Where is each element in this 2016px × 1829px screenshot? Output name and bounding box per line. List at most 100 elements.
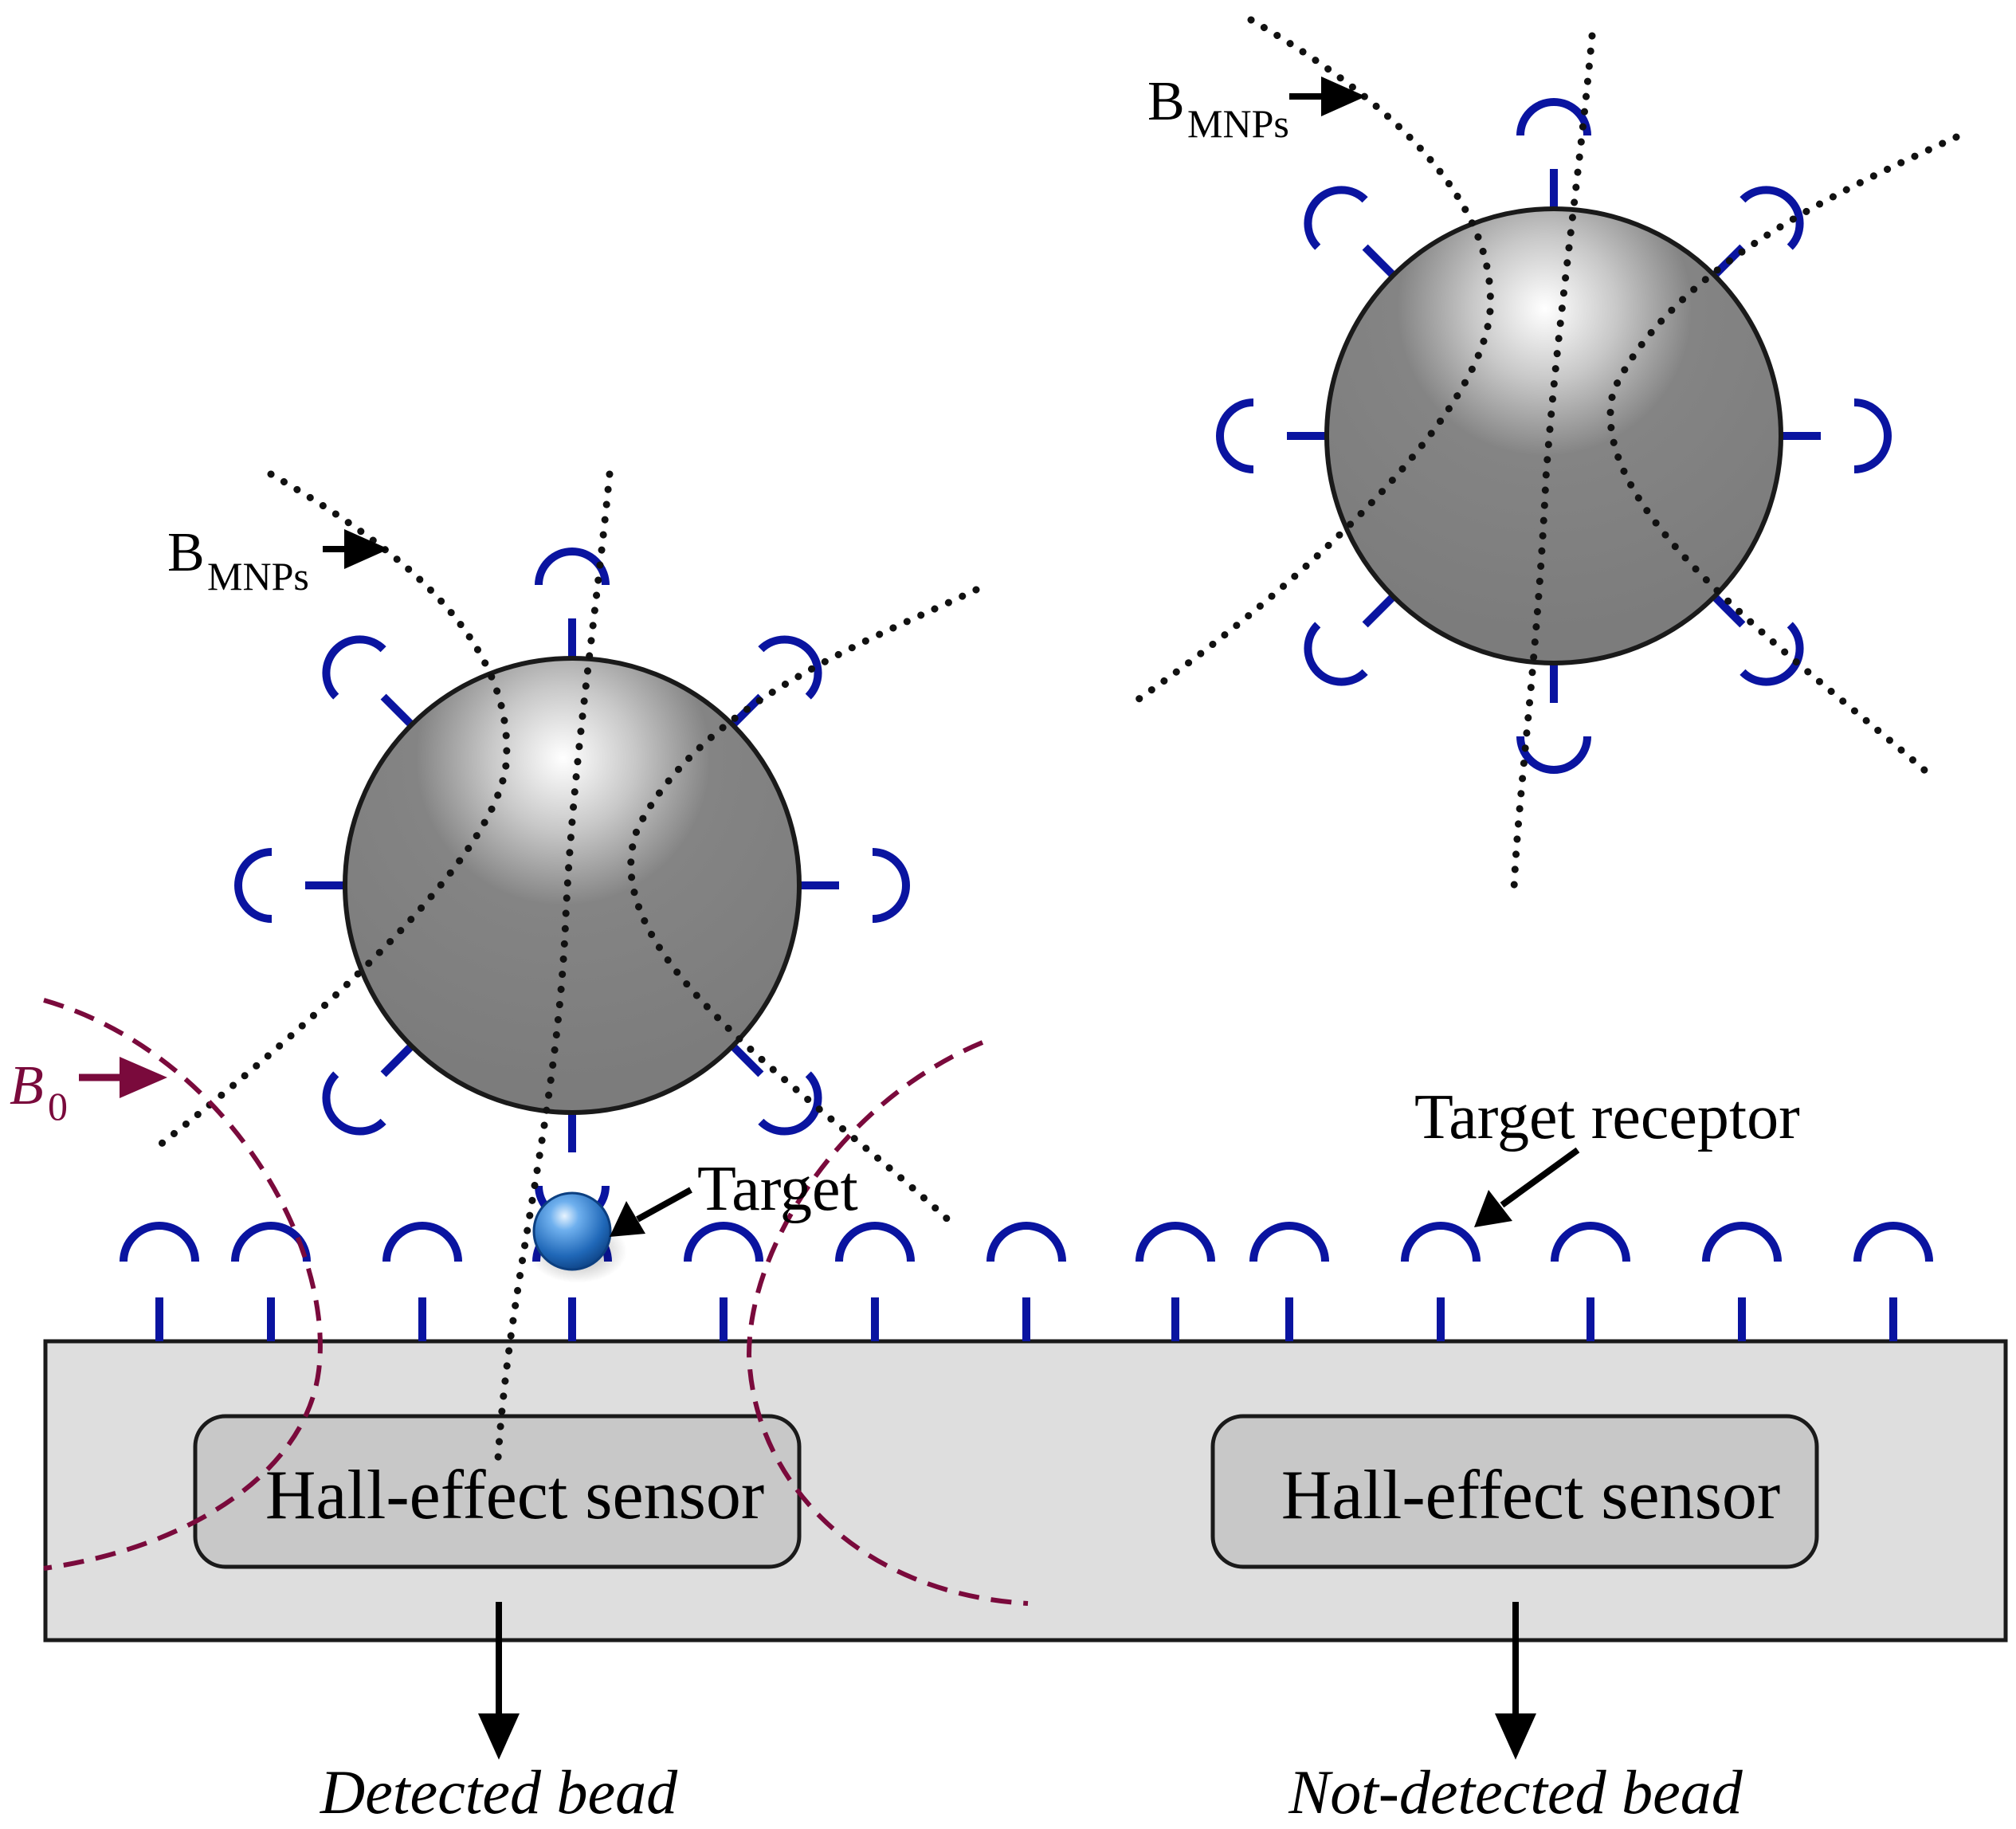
bead-right-receptor-6-stem [1362,593,1397,628]
bead-right-receptor-2-cup [1739,186,1804,250]
bead-right-receptor-8-stem [1362,244,1397,279]
bead-left-receptor-8 [322,635,415,728]
surface-receptor-5 [684,1222,763,1341]
bead-right-receptor-8-cup [1304,186,1368,250]
annotation-arrows [79,77,1580,1760]
label-bmnps-left-sub: MNPs [207,554,309,599]
bead-left-receptor-6-stem [380,1042,415,1077]
surface-receptor-7 [986,1222,1066,1341]
surface-receptor-10 [1401,1222,1481,1341]
field-line-right-2 [1510,32,1596,893]
hall-sensor-left: Hall-effect sensor [193,1414,802,1569]
bead-left-receptor-4-cup [758,1071,822,1136]
bead-left-receptor-1-cup [535,548,610,586]
bead-right-receptor-5-cup [1516,736,1591,774]
bead-right-receptor-8 [1304,186,1397,279]
arrow-not-detected-head [1495,1713,1536,1760]
surface-receptor-13 [1853,1222,1933,1341]
field-line-left-3 [627,586,980,1231]
label-bmnps-right-main: B [1147,71,1185,132]
bead-right-receptor-4 [1711,593,1804,686]
bead-right-receptor-1 [1516,98,1591,209]
arrow-b0-head [120,1057,167,1098]
arrow-target [636,1187,692,1223]
label-b0-sub: 0 [48,1084,68,1128]
b0-field-line-right [746,1040,1029,1606]
surface-receptor-1 [120,1222,199,1341]
label-detected-bead: Detected bead [320,1757,678,1827]
label-bmnps-right-sub: MNPs [1187,101,1289,146]
bead-right-receptor-6 [1304,593,1397,686]
bead-left-receptor-1 [535,548,610,658]
label-not-detected-bead: Not-detected bead [1288,1757,1743,1827]
label-bmnps-right: B MNPs [1147,71,1289,146]
hall-sensor-right-box [1210,1414,1819,1569]
bead-right-receptor-7-cup [1216,398,1254,473]
label-b0: B 0 [10,1055,68,1128]
surface-receptor-2-cup [231,1222,311,1262]
surface-receptor-6-cup [835,1222,915,1262]
target-sphere [532,1191,612,1271]
surface-receptors [120,1222,1933,1341]
bead-right-receptor-6-cup [1304,622,1368,686]
surface-receptor-11 [1551,1222,1630,1341]
surface-receptor-8-cup [1135,1222,1215,1262]
bead-left [234,548,910,1223]
surface-receptor-9-cup [1249,1222,1329,1262]
arrow-detected-head [478,1713,520,1760]
surface-receptor-5-cup [684,1222,763,1262]
surface-receptor-2 [231,1222,311,1341]
bead-right-receptor-3 [1781,398,1892,473]
surface-receptor-6 [835,1222,915,1341]
magnetic-bead-left [343,656,802,1115]
label-target-receptor: Target receptor [1414,1082,1800,1152]
bead-left-receptor-7-cup [234,848,273,923]
surface-receptor-12-cup [1702,1222,1782,1262]
hall-sensor-right-label: Hall-effect sensor [1281,1457,1780,1534]
surface-receptor-13-cup [1853,1222,1933,1262]
bead-left-receptor-6-cup [322,1071,386,1136]
arrow-target-head [610,1201,645,1237]
bead-right [1216,98,1892,774]
field-line-right-3 [1606,133,1960,781]
bead-right-receptor-3-cup [1853,398,1892,473]
bead-left-receptor-7 [234,848,345,923]
label-target: Target [697,1154,858,1224]
label-bmnps-left: B MNPs [167,522,309,599]
arrow-target-receptor-head [1474,1190,1512,1227]
b0-field-line-left [43,998,323,1571]
surface-receptor-8 [1135,1222,1215,1341]
hall-sensor-right: Hall-effect sensor [1210,1414,1819,1569]
bead-right-receptor-4-cup [1739,622,1804,686]
bead-right-receptor-1-cup [1516,98,1591,136]
surface-receptor-12 [1702,1222,1782,1341]
bead-right-receptor-4-stem [1711,593,1746,628]
surface-receptor-1-cup [120,1222,199,1262]
bead-left-receptor-8-cup [322,635,386,700]
bead-right-receptor-7 [1216,398,1327,473]
surface-receptor-3-cup [382,1222,462,1262]
surface-receptor-11-cup [1551,1222,1630,1262]
bead-left-receptor-2-cup [758,635,822,700]
bead-left-receptor-4 [729,1042,822,1136]
bead-left-receptor-8-stem [380,693,415,728]
field-line-left-2 [494,470,614,1462]
bead-left-receptor-3-cup [872,848,910,923]
surface-receptor-3 [382,1222,462,1341]
surface-receptor-7-cup [986,1222,1066,1262]
hall-sensor-left-label: Hall-effect sensor [265,1457,764,1534]
target-particle [528,1191,627,1283]
bead-left-receptor-3 [799,848,910,923]
label-bmnps-left-main: B [167,522,205,583]
bead-left-receptor-6 [322,1042,415,1136]
b0-field-lines [43,998,1029,1606]
bead-left-receptor-4-stem [729,1042,764,1077]
arrow-bmnps-right-head [1321,77,1366,116]
arrow-bmnps-left-head [344,529,389,569]
surface-receptor-9 [1249,1222,1329,1341]
label-b0-main: B [10,1055,44,1117]
arrow-target-receptor [1500,1147,1580,1208]
surface-receptor-10-cup [1401,1222,1481,1262]
magnetic-bead-right [1324,206,1783,665]
